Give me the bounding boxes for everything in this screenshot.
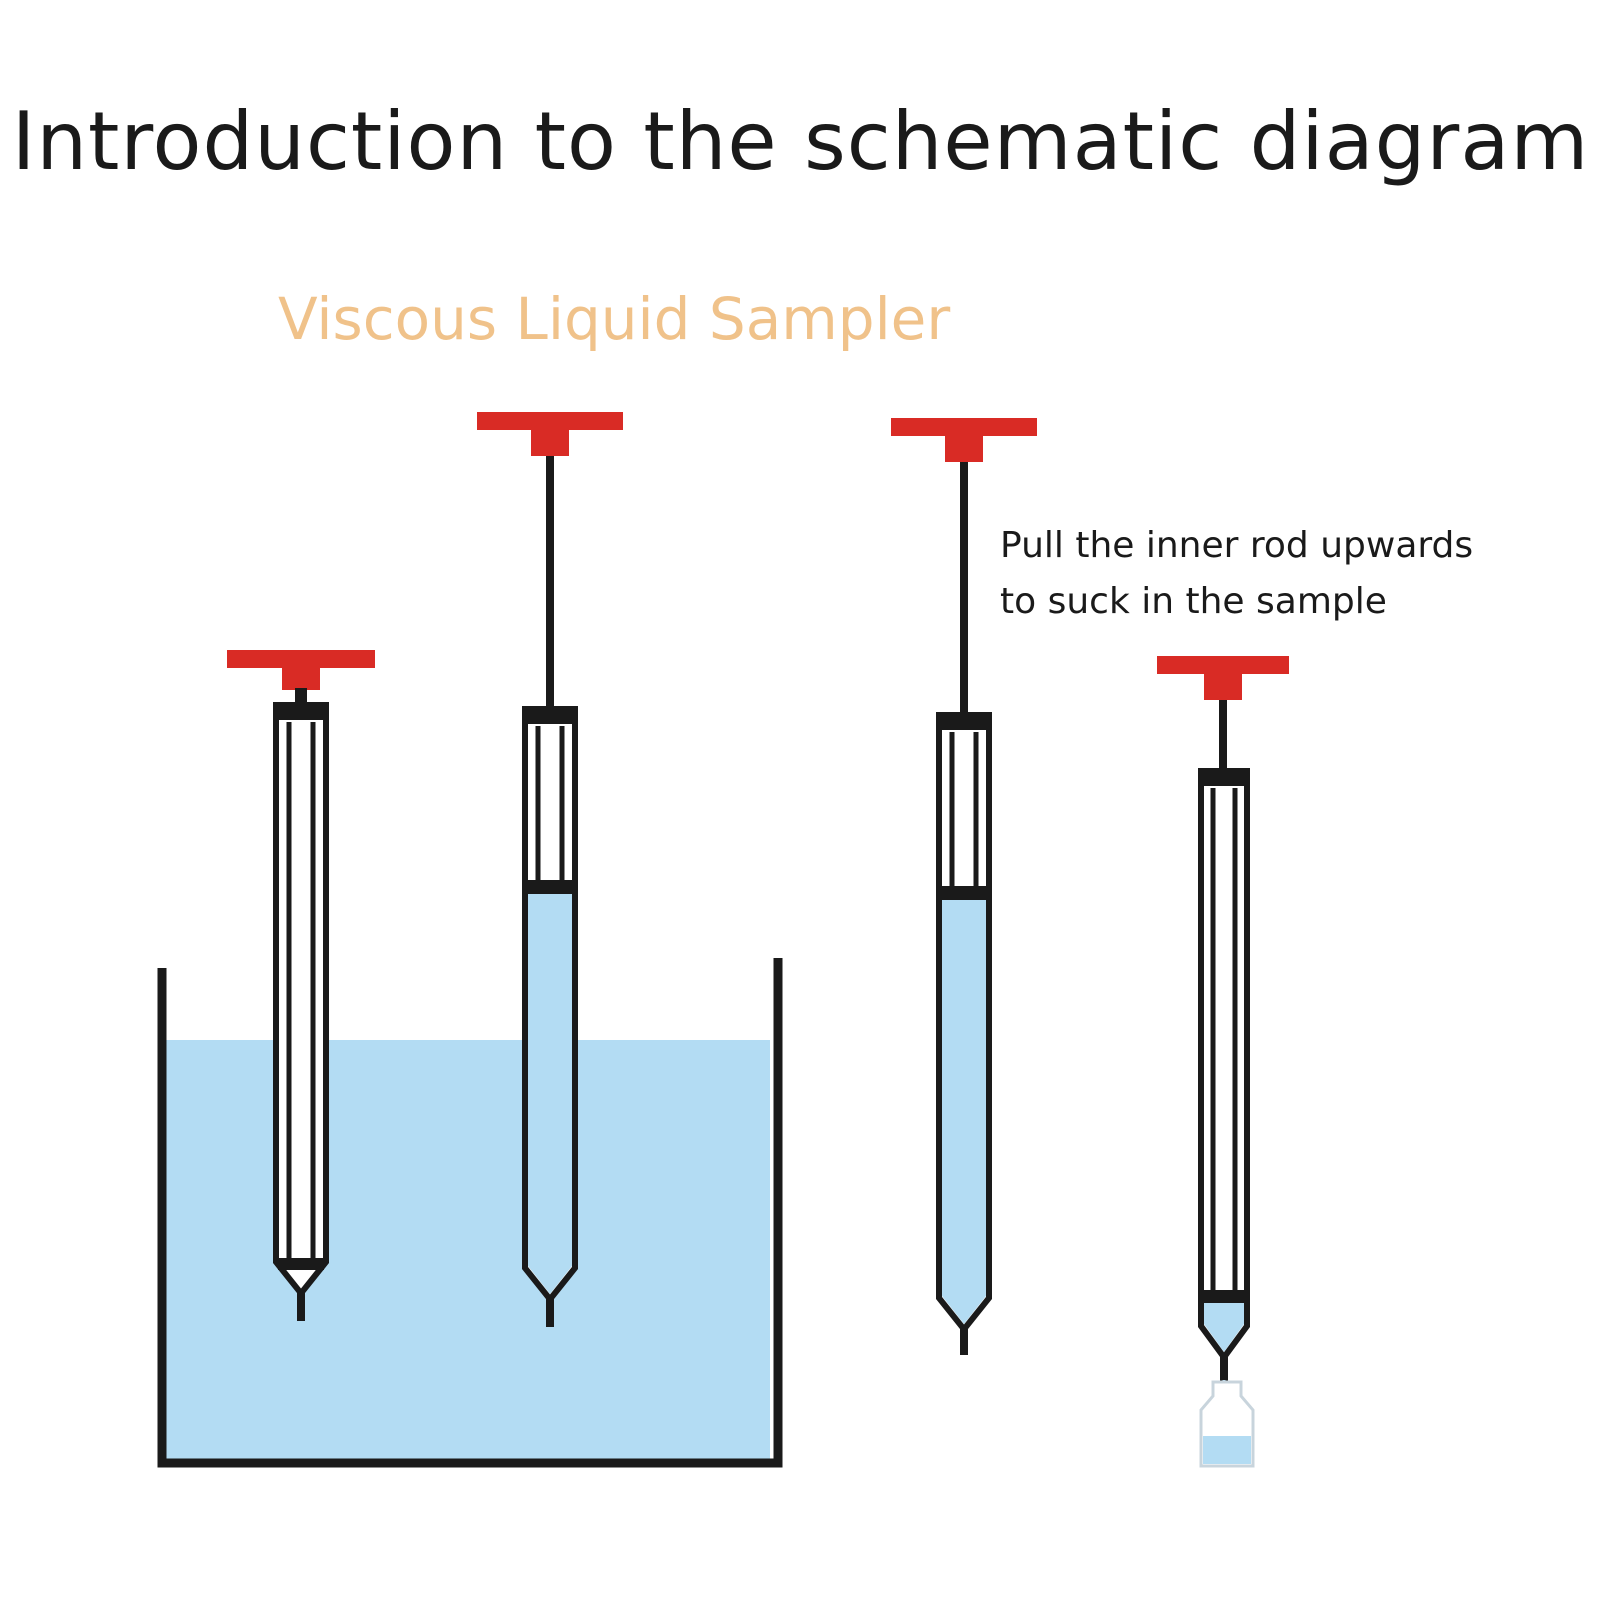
sampler-2-sample-liquid (528, 892, 572, 1294)
sampler-2-handle-stem (531, 430, 569, 456)
instruction-line-2: to suck in the sample (1000, 581, 1387, 622)
sampler-2-handle (477, 412, 623, 430)
sampler-2 (477, 412, 623, 1327)
container-liquid (165, 1040, 770, 1460)
sampler-4-rod (1219, 700, 1227, 772)
sampler-2-rod (546, 456, 554, 710)
sampler-1-handle (227, 650, 375, 668)
instruction-note: Pull the inner rod upwards to suck in th… (1000, 518, 1560, 630)
instruction-line-1: Pull the inner rod upwards (1000, 525, 1474, 566)
liquid-container (157, 958, 783, 1468)
sampler-3-handle (891, 418, 1037, 436)
sampler-3-cap (936, 712, 992, 730)
sampler-1-barrel (273, 720, 329, 1321)
sampler-4-handle (1157, 656, 1289, 674)
sampler-1-plunger-head (278, 1258, 324, 1270)
sampler-4-remaining-liquid (1204, 1302, 1244, 1352)
sampler-1-rod (295, 688, 307, 704)
sampler-2-plunger-head (527, 880, 573, 894)
sampler-1-cap (273, 702, 329, 720)
container-outline (157, 958, 783, 1468)
sampler-3-rod (960, 462, 968, 716)
vial-liquid (1203, 1436, 1251, 1464)
page-title: Introduction to the schematic diagram (11, 95, 1590, 188)
sampler-4-handle-stem (1204, 674, 1242, 700)
sampler-1-handle-stem (282, 668, 320, 690)
sampler-3-handle-stem (945, 436, 983, 462)
sampler-4 (1157, 656, 1289, 1394)
sampler-3-plunger-head (941, 886, 987, 900)
sampler-4-cap (1198, 768, 1250, 786)
sampler-3 (891, 418, 1037, 1355)
sample-vial (1199, 1380, 1255, 1468)
sampler-1 (227, 650, 375, 1321)
sampler-4-plunger-head (1203, 1290, 1245, 1303)
sampler-3-sample-liquid (942, 898, 986, 1324)
sampler-2-cap (522, 706, 578, 724)
sampler-subtitle: Viscous Liquid Sampler (278, 285, 951, 353)
